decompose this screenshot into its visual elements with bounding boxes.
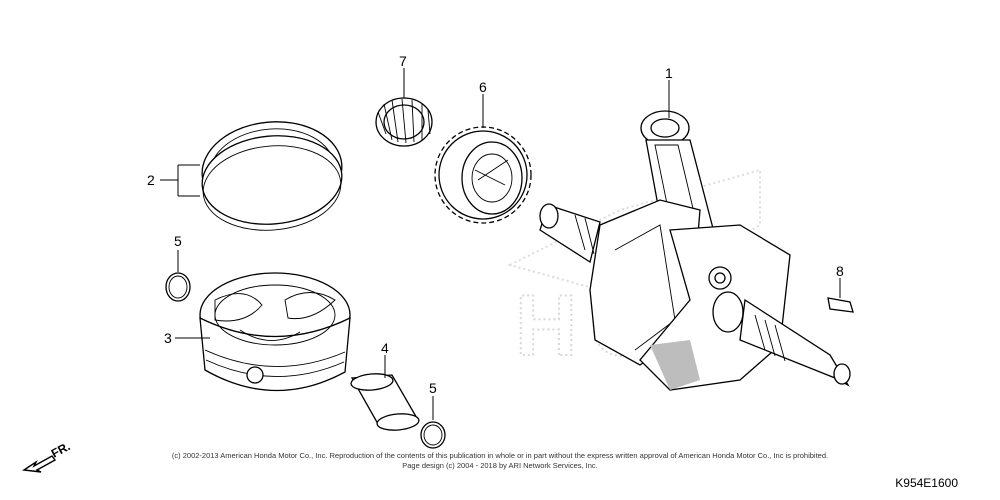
- piston-ring-set[interactable]: [198, 116, 346, 236]
- callout-4: 4: [381, 340, 389, 356]
- leader-lines: [160, 68, 841, 420]
- piston-pin-clip-upper[interactable]: [165, 272, 191, 302]
- callout-8: 8: [836, 263, 844, 279]
- callout-5-upper: 5: [174, 233, 182, 249]
- piston[interactable]: [199, 272, 351, 392]
- callout-7: 7: [399, 53, 407, 69]
- piston-pin-clip-lower[interactable]: [420, 421, 446, 449]
- crankshaft-assembly[interactable]: [539, 110, 851, 391]
- copyright-line-1: (c) 2002-2013 American Honda Motor Co., …: [171, 451, 829, 460]
- callout-5-lower: 5: [429, 380, 437, 396]
- needle-bearing[interactable]: [375, 97, 433, 147]
- callout-3: 3: [164, 330, 172, 346]
- callout-2: 2: [147, 172, 155, 188]
- piston-pin[interactable]: [350, 372, 420, 432]
- callout-6: 6: [479, 79, 487, 95]
- woodruff-key[interactable]: [827, 297, 854, 313]
- primary-drive-gear[interactable]: [434, 126, 532, 224]
- svg-text:H: H: [515, 278, 577, 374]
- callout-1: 1: [665, 65, 673, 81]
- copyright-line-2: Page design (c) 2004 - 2018 by ARI Netwo…: [402, 461, 598, 470]
- front-direction-arrow-icon: FR.: [22, 439, 72, 473]
- callout-numbers: 1 2 3 4 5 5 6 7 8: [147, 53, 844, 396]
- diagram-code: K954E1600: [895, 476, 958, 490]
